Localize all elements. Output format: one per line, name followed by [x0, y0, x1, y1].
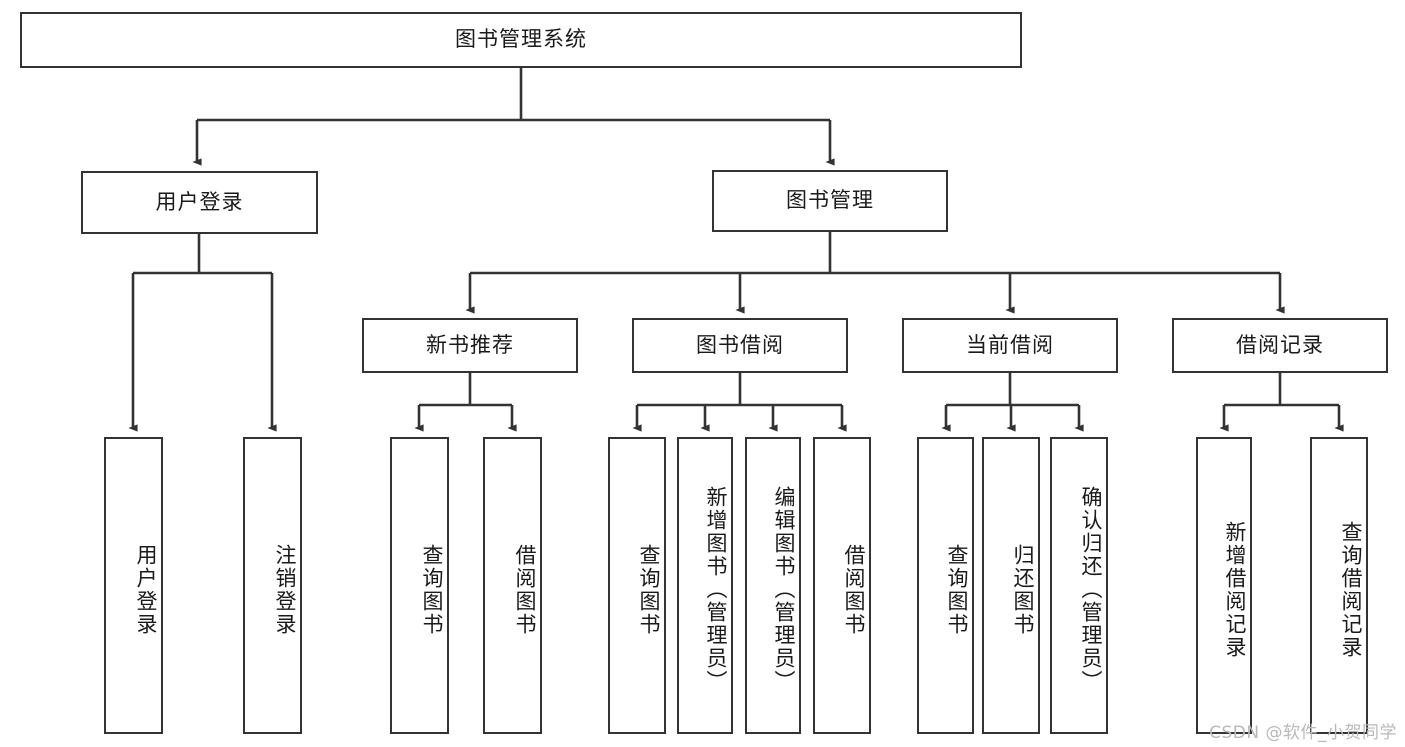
watermark-text: CSDN @软件_小贺同学 [1209, 723, 1397, 743]
leaf-book-borrow-query[interactable]: 查询图书 [608, 437, 666, 734]
leaf-book-borrow-add-admin[interactable]: 新增图书（管理员） [677, 437, 733, 734]
node-borrow-record[interactable]: 借阅记录 [1172, 318, 1388, 373]
node-label: 注销登录 [273, 543, 297, 636]
node-label: 查询借阅记录 [1339, 520, 1363, 659]
node-book-borrow[interactable]: 图书借阅 [632, 318, 848, 373]
node-label: 归还图书 [1011, 543, 1035, 636]
node-label: 借阅图书 [842, 543, 866, 636]
node-label: 图书借阅 [696, 332, 784, 357]
node-label: 编辑图书（管理员） [772, 486, 796, 693]
leaf-book-borrow-borrow[interactable]: 借阅图书 [813, 437, 871, 734]
leaf-current-borrow-return[interactable]: 归还图书 [982, 437, 1040, 734]
leaf-borrow-record-add[interactable]: 新增借阅记录 [1196, 437, 1252, 734]
node-label: 新增借阅记录 [1223, 520, 1247, 659]
node-label: 用户登录 [134, 543, 158, 636]
node-label: 图书管理系统 [455, 27, 587, 52]
node-book-management[interactable]: 图书管理 [712, 170, 948, 232]
leaf-user-login-logout[interactable]: 注销登录 [243, 437, 302, 734]
node-label: 新书推荐 [426, 332, 514, 357]
node-root-system[interactable]: 图书管理系统 [20, 12, 1022, 68]
node-label: 查询图书 [945, 543, 969, 636]
node-label: 借阅记录 [1236, 332, 1324, 357]
node-label: 借阅图书 [513, 543, 537, 636]
leaf-user-login-login[interactable]: 用户登录 [104, 437, 163, 734]
node-label: 用户登录 [155, 189, 244, 214]
leaf-new-book-query[interactable]: 查询图书 [390, 437, 449, 734]
node-label: 查询图书 [637, 543, 661, 636]
node-new-book-recommend[interactable]: 新书推荐 [362, 318, 578, 373]
node-label: 新增图书（管理员） [704, 486, 728, 693]
node-label: 查询图书 [420, 543, 444, 636]
node-current-borrow[interactable]: 当前借阅 [902, 318, 1118, 373]
node-label: 当前借阅 [966, 332, 1054, 357]
leaf-current-borrow-confirm-admin[interactable]: 确认归还（管理员） [1050, 437, 1108, 734]
leaf-current-borrow-query[interactable]: 查询图书 [917, 437, 974, 734]
leaf-borrow-record-query[interactable]: 查询借阅记录 [1310, 437, 1368, 734]
node-label: 确认归还（管理员） [1079, 486, 1103, 693]
node-user-login[interactable]: 用户登录 [81, 171, 318, 234]
leaf-book-borrow-edit-admin[interactable]: 编辑图书（管理员） [745, 437, 801, 734]
leaf-new-book-borrow[interactable]: 借阅图书 [483, 437, 542, 734]
node-label: 图书管理 [786, 188, 874, 213]
